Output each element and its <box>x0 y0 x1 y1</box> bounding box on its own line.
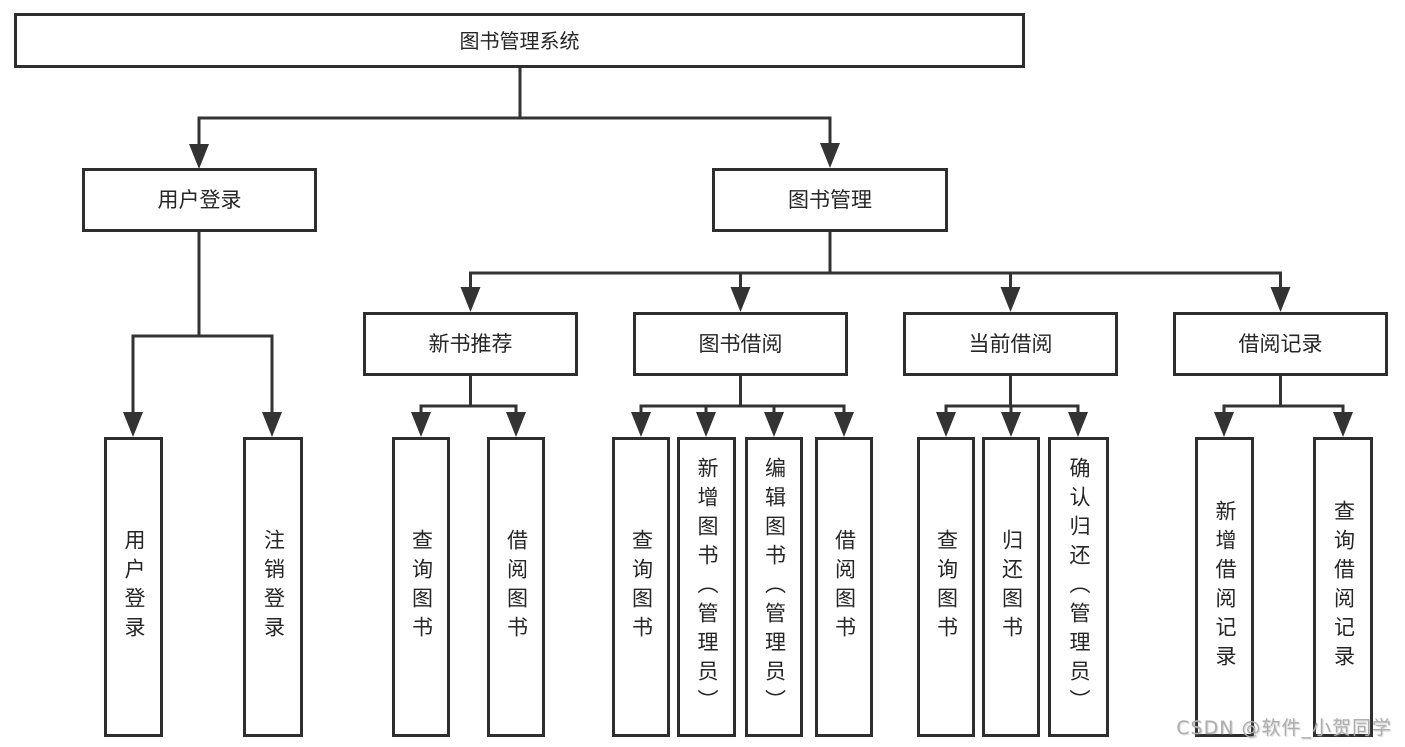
node-label: 编辑图书（管理员） <box>762 456 787 718</box>
node-label: 借阅图书 <box>832 529 857 645</box>
leaf-add-book-admin: 新增图书（管理员） <box>677 437 736 737</box>
leaf-logout: 注销登录 <box>243 437 303 737</box>
node-label: 查询图书 <box>934 529 959 645</box>
leaf-query-books-current: 查询图书 <box>917 437 975 737</box>
node-label: 新增图书（管理员） <box>695 456 719 718</box>
node-book-borrow: 图书借阅 <box>633 312 848 376</box>
node-label: 查询图书 <box>629 529 654 645</box>
node-label: 图书管理 <box>788 187 872 212</box>
leaf-confirm-return-admin: 确认归还（管理员） <box>1048 437 1109 737</box>
node-label: 图书管理系统 <box>459 28 580 53</box>
node-label: 查询图书 <box>409 529 434 645</box>
node-label: 借阅记录 <box>1238 331 1323 356</box>
node-label: 注销登录 <box>261 529 286 645</box>
node-root: 图书管理系统 <box>14 13 1025 68</box>
node-label: 借阅图书 <box>504 529 529 645</box>
leaf-add-borrow-record: 新增借阅记录 <box>1195 437 1254 737</box>
node-label: 查询借阅记录 <box>1331 500 1356 674</box>
node-label: 新增借阅记录 <box>1213 500 1237 674</box>
watermark: CSDN @软件_小贺同学 <box>1176 717 1392 739</box>
leaf-query-borrow-record: 查询借阅记录 <box>1313 437 1373 737</box>
node-label: 确认归还（管理员） <box>1067 456 1091 718</box>
node-label: 用户登录 <box>157 187 242 212</box>
node-label: 当前借阅 <box>968 331 1053 356</box>
node-book-management: 图书管理 <box>712 168 948 232</box>
leaf-borrow-books: 借阅图书 <box>815 437 873 737</box>
leaf-edit-book-admin: 编辑图书（管理员） <box>745 437 803 737</box>
leaf-user-login: 用户登录 <box>104 437 163 737</box>
node-current-borrow: 当前借阅 <box>903 312 1118 376</box>
node-new-book-recommend: 新书推荐 <box>363 312 578 376</box>
node-label: 用户登录 <box>122 529 146 645</box>
leaf-borrow-books-recommend: 借阅图书 <box>487 437 545 737</box>
node-user-login: 用户登录 <box>82 168 317 232</box>
node-label: 图书借阅 <box>698 331 783 356</box>
node-label: 归还图书 <box>999 529 1024 645</box>
node-borrow-records: 借阅记录 <box>1173 312 1388 376</box>
leaf-query-books-recommend: 查询图书 <box>392 437 450 737</box>
node-label: 新书推荐 <box>428 331 513 356</box>
leaf-return-book: 归还图书 <box>982 437 1040 737</box>
leaf-query-books-borrow: 查询图书 <box>612 437 670 737</box>
